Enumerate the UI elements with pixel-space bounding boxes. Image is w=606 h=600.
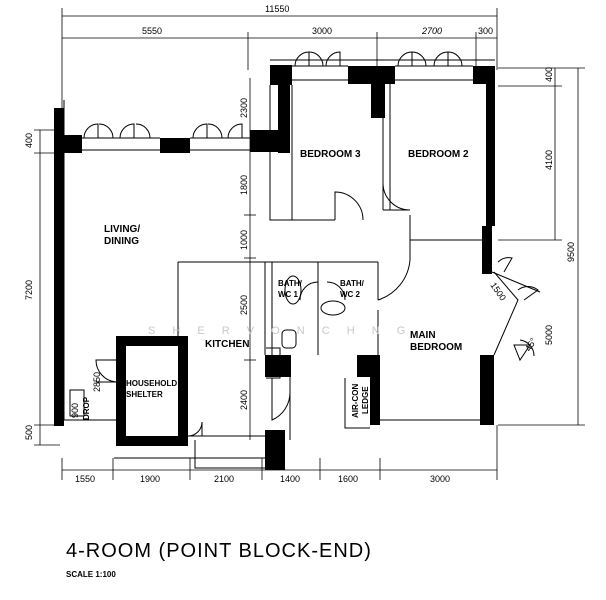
fixtures <box>69 275 535 417</box>
dimension-labels: 11550 5550 3000 2700 300 400 7200 500 40… <box>24 4 576 484</box>
walls <box>54 65 495 470</box>
dim-inner-2: 1800 <box>239 175 249 195</box>
label-bath-1a: BATH/ <box>278 279 303 288</box>
label-bedroom-3: BEDROOM 3 <box>300 149 361 160</box>
dim-inner-4: 2500 <box>239 295 249 315</box>
dim-inner-3: 1000 <box>239 230 249 250</box>
dim-right-3: 9500 <box>566 242 576 262</box>
dim-right-2: 4100 <box>544 150 554 170</box>
label-kitchen: KITCHEN <box>205 339 249 350</box>
plan-title: 4-ROOM (POINT BLOCK-END) <box>66 540 372 562</box>
room-labels: LIVING/ DINING BEDROOM 3 BEDROOM 2 BATH/… <box>82 149 469 420</box>
label-living-dining-1: LIVING/ <box>104 224 140 235</box>
label-bath-2b: WC 2 <box>340 290 361 299</box>
dim-inner-7: 900 <box>70 403 80 418</box>
dim-top-2: 3000 <box>312 26 332 36</box>
dim-inner-1: 2300 <box>239 98 249 118</box>
label-bedroom-2: BEDROOM 2 <box>408 149 469 160</box>
dim-right-1: 400 <box>544 67 554 82</box>
dim-bottom-4: 1400 <box>280 474 300 484</box>
label-household-2: SHELTER <box>126 390 163 399</box>
interior-lines <box>63 59 519 469</box>
dim-inner-5: 2400 <box>239 390 249 410</box>
plan-scale: SCALE 1:100 <box>66 570 116 579</box>
windows <box>82 51 541 301</box>
label-bath-1b: WC 1 <box>278 290 299 299</box>
dim-right-4: 5000 <box>544 325 554 345</box>
dim-top-3: 2700 <box>421 26 442 36</box>
dim-bottom-5: 1600 <box>338 474 358 484</box>
wc-1-toilet <box>284 275 302 305</box>
label-air-con-2: LEDGE <box>361 386 370 414</box>
dim-angle: 45° <box>523 336 539 353</box>
dim-bottom-3: 2100 <box>214 474 234 484</box>
dim-top-total: 11550 <box>265 4 289 14</box>
dim-left-3: 500 <box>24 425 34 440</box>
wc-1-basin <box>281 329 297 349</box>
dim-bottom-6: 3000 <box>430 474 450 484</box>
dim-window: 1500 <box>488 280 508 302</box>
dim-top-4: 300 <box>478 26 493 36</box>
label-main-bedroom-1: MAIN <box>410 330 436 341</box>
wc-2-toilet <box>320 300 346 316</box>
label-living-dining-2: DINING <box>104 236 139 247</box>
label-household-1: HOUSEHOLD <box>126 379 177 388</box>
dim-top-1: 5550 <box>142 26 162 36</box>
dim-left-2: 7200 <box>24 280 34 300</box>
dim-left-1: 400 <box>24 133 34 148</box>
label-bath-2a: BATH/ <box>340 279 365 288</box>
label-drop: DROP <box>82 396 91 420</box>
dim-bottom-1: 1550 <box>75 474 95 484</box>
label-main-bedroom-2: BEDROOM <box>410 342 462 353</box>
watermark: S H E R V O N C H N G <box>148 325 412 337</box>
dim-bottom-2: 1900 <box>140 474 160 484</box>
label-air-con-1: AIR-CON <box>351 384 360 418</box>
